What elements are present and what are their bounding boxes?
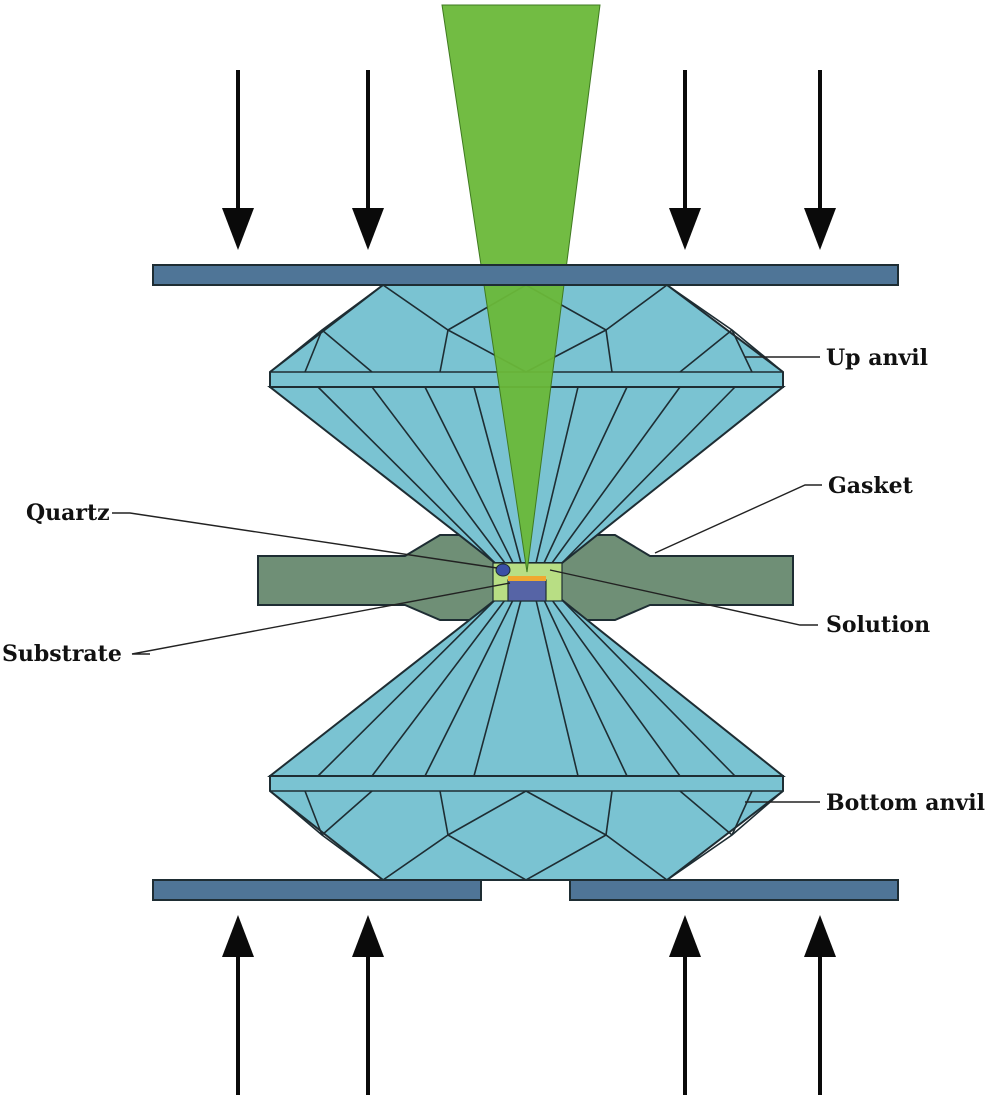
leader-substrate bbox=[131, 582, 511, 655]
quartz-chip bbox=[495, 563, 511, 577]
label-gasket: Gasket bbox=[828, 473, 914, 499]
bottom-anvil-crown-facets bbox=[269, 790, 784, 881]
arrow-up-icon bbox=[222, 915, 254, 1095]
arrow-up-icon bbox=[669, 915, 701, 1095]
facet bbox=[304, 790, 323, 836]
facet bbox=[321, 329, 373, 373]
arrow-down-icon bbox=[669, 70, 701, 250]
bottom-anvil-pavilion-facets bbox=[317, 599, 736, 777]
facet bbox=[679, 329, 733, 373]
facet bbox=[731, 790, 753, 836]
up-anvil-pavilion-facets bbox=[317, 386, 736, 564]
facet bbox=[525, 790, 607, 836]
label-up-anvil: Up anvil bbox=[826, 345, 928, 371]
laser-beam bbox=[441, 4, 601, 573]
leader-gasket bbox=[654, 484, 822, 554]
bottom-anvil-pavilion bbox=[267, 599, 786, 777]
facet bbox=[605, 329, 613, 373]
arrow-down-icon bbox=[222, 70, 254, 250]
arrow-down-icon bbox=[804, 70, 836, 250]
facet bbox=[679, 790, 733, 836]
facet bbox=[731, 329, 753, 373]
arrow-up-icon bbox=[804, 915, 836, 1095]
facet bbox=[439, 329, 449, 373]
bottom-anvil bbox=[267, 599, 786, 881]
leader-quartz bbox=[112, 512, 498, 569]
arrow-up-icon bbox=[352, 915, 384, 1095]
facet bbox=[605, 790, 613, 836]
top-press-arrows bbox=[222, 70, 836, 250]
bottom-plate-left bbox=[152, 879, 482, 901]
arrow-down-icon bbox=[352, 70, 384, 250]
facet bbox=[304, 329, 323, 373]
label-bottom-anvil: Bottom anvil bbox=[826, 790, 985, 816]
sample-layer bbox=[508, 576, 546, 581]
pressure-plates bbox=[152, 264, 899, 901]
top-plate bbox=[152, 264, 899, 286]
bottom-plate-right bbox=[569, 879, 899, 901]
substrate bbox=[507, 579, 547, 602]
leader-solution bbox=[549, 569, 818, 626]
label-quartz: Quartz bbox=[26, 500, 110, 526]
facet bbox=[321, 790, 373, 836]
label-substrate: Substrate bbox=[2, 641, 122, 667]
facet bbox=[447, 790, 527, 836]
facet bbox=[439, 790, 449, 836]
laser-cone bbox=[441, 4, 601, 573]
bottom-press-arrows bbox=[222, 915, 836, 1095]
label-solution: Solution bbox=[826, 612, 930, 638]
leader-lines bbox=[112, 356, 822, 803]
